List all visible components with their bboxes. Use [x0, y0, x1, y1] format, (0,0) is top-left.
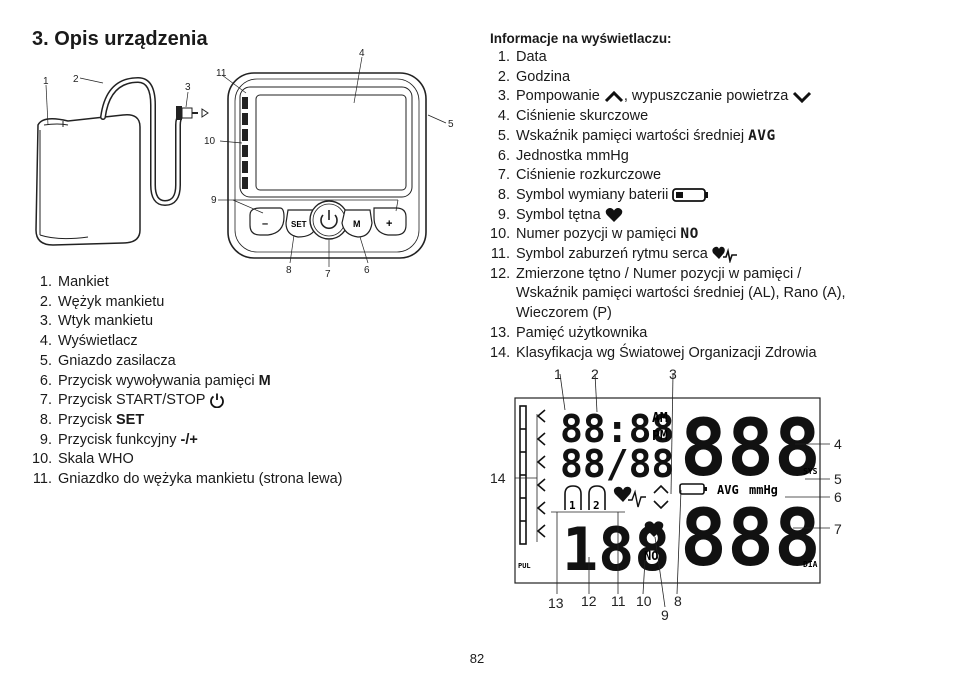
m-label: M — [353, 219, 361, 229]
list-item: 3.Wtyk mankietu — [39, 313, 154, 330]
sys-label: SYS — [803, 467, 818, 476]
list-item: 2.Wężyk mankietu — [39, 293, 165, 310]
list-item: 6.Przycisk wywoływania pamięci M — [39, 372, 271, 389]
list-item: 8.Symbol wymiany baterii — [490, 186, 930, 206]
device-callout-9: 9 — [211, 195, 217, 206]
list-item: 4.Wyświetlacz — [39, 333, 138, 350]
device-callout-6: 6 — [364, 265, 370, 276]
list-item: 4.Ciśnienie skurczowe — [497, 108, 649, 125]
list-item-continuation: Wieczorem (P) — [516, 305, 612, 322]
lcd-battery-icon — [679, 483, 707, 495]
arrhythmia-symbol — [613, 486, 646, 508]
cuff-plug — [176, 106, 209, 120]
device-callout-8: 8 — [286, 265, 292, 276]
lcd-time: 88/88 — [560, 442, 674, 486]
list-item: 7.Ciśnienie rozkurczowe — [497, 167, 662, 184]
lcd-callout-9: 9 — [661, 607, 669, 623]
no-symbol: NO — [680, 226, 699, 243]
set-label: SET — [291, 220, 307, 229]
avg-symbol: AVG — [748, 127, 776, 144]
page-number: 82 — [469, 651, 485, 666]
list-item: 5.Gniazdo zasilacza — [39, 352, 176, 369]
lcd-callout-7: 7 — [834, 521, 842, 537]
lcd-callout-14: 14 — [490, 470, 506, 486]
lcd-sys: 888 — [680, 404, 821, 494]
user1-label: 1 — [569, 499, 576, 512]
pul-label: PUL — [518, 562, 531, 570]
lcd-am: AM — [652, 411, 668, 426]
lcd-callout-12: 12 — [581, 593, 597, 609]
page-title: 3. Opis urządzenia — [32, 28, 208, 50]
lcd-callout-3: 3 — [669, 366, 677, 382]
lcd-callout-10: 10 — [636, 593, 652, 609]
list-item: 12.Zmierzone tętno / Numer pozycji w pam… — [490, 265, 802, 282]
lcd-callout-4: 4 — [834, 436, 842, 452]
lcd-heart-icon — [644, 521, 664, 537]
lcd-callout-5: 5 — [834, 471, 842, 487]
list-item: 9.Symbol tętna — [490, 206, 930, 226]
list-item: 5.Wskaźnik pamięci wartości średniej AVG — [497, 127, 776, 144]
who-scale — [519, 405, 546, 545]
device-parts-list: 1.Mankiet 2.Wężyk mankietu 3.Wtyk mankie… — [32, 273, 372, 490]
power-icon — [210, 393, 225, 409]
device-callout-1: 1 — [43, 76, 49, 87]
device-callout-10: 10 — [204, 136, 216, 147]
lcd-no: NO — [644, 549, 658, 563]
list-item: 1.Mankiet — [39, 274, 109, 290]
device-callout-5: 5 — [448, 119, 454, 130]
heart-icon — [605, 207, 622, 222]
list-item: 3.Pompowanie , wypuszczanie powietrza — [490, 87, 930, 107]
list-item-continuation: Wskaźnik pamięci wartości średniej (AL),… — [516, 285, 846, 302]
list-item: 6.Jednostka mmHg — [497, 147, 629, 164]
list-item: 11.Symbol zaburzeń rytmu serca — [490, 245, 930, 265]
lcd-callout-6: 6 — [834, 489, 842, 505]
lcd-display-diagram: PUL 88:88 AM PM 88/88 888 SYS 888 DIA 1 … — [490, 366, 842, 623]
list-item: 13.Pamięć użytkownika — [490, 324, 648, 341]
display-info-heading: Informacje na wyświetlaczu: — [490, 31, 672, 46]
device-callout-11: 11 — [216, 68, 227, 79]
user2-label: 2 — [593, 499, 600, 512]
lcd-callout-8: 8 — [674, 593, 682, 609]
lcd-pm: PM — [652, 429, 668, 444]
list-item: 1.Data — [497, 49, 547, 65]
lcd-date: 88:88 — [560, 407, 674, 451]
list-item: 7.Przycisk START/STOP — [32, 391, 372, 411]
user-memory-icons — [564, 485, 606, 510]
lcd-callout-13: 13 — [548, 595, 564, 611]
deflate-down-icon — [793, 91, 812, 103]
pump-arrows-icon — [653, 484, 669, 510]
display-info-list: 1.Data 2.Godzina 3.Pompowanie , wypuszcz… — [490, 48, 930, 363]
device-callout-2: 2 — [73, 74, 79, 85]
minus-label: – — [262, 218, 268, 230]
list-item: 10.Numer pozycji w pamięci NO — [490, 226, 699, 243]
device-callout-4: 4 — [359, 48, 365, 59]
dia-label: DIA — [803, 560, 818, 569]
lcd-callout-2: 2 — [591, 366, 599, 382]
lcd-unit: mmHg — [749, 483, 778, 497]
cuff-drawing — [35, 114, 141, 246]
battery-icon — [672, 188, 709, 202]
device-callout-7: 7 — [325, 269, 331, 280]
list-item: 8.Przycisk SET — [39, 411, 145, 428]
device-callout-3: 3 — [185, 82, 191, 93]
lcd-avg: AVG — [717, 483, 739, 497]
plus-label: + — [386, 218, 392, 230]
list-item: 14.Klasyfikacja wg Światowej Organizacji… — [490, 344, 817, 361]
arrhythmia-icon — [712, 246, 737, 264]
list-item: 2.Godzina — [497, 68, 571, 85]
list-item: 10.Skala WHO — [32, 451, 134, 468]
pump-up-icon — [604, 90, 623, 102]
device-buttons: – SET M + — [249, 200, 407, 240]
device-illustration: – SET M + 1 2 3 4 5 6 7 8 9 10 11 — [35, 48, 454, 280]
lcd-callout-11: 11 — [611, 593, 626, 609]
list-item: 9.Przycisk funkcyjny -/+ — [39, 431, 198, 448]
lcd-callout-1: 1 — [554, 366, 562, 382]
list-item: 11.Gniazdko do wężyka mankietu (strona l… — [32, 471, 343, 488]
lcd-dia: 888 — [680, 494, 821, 584]
